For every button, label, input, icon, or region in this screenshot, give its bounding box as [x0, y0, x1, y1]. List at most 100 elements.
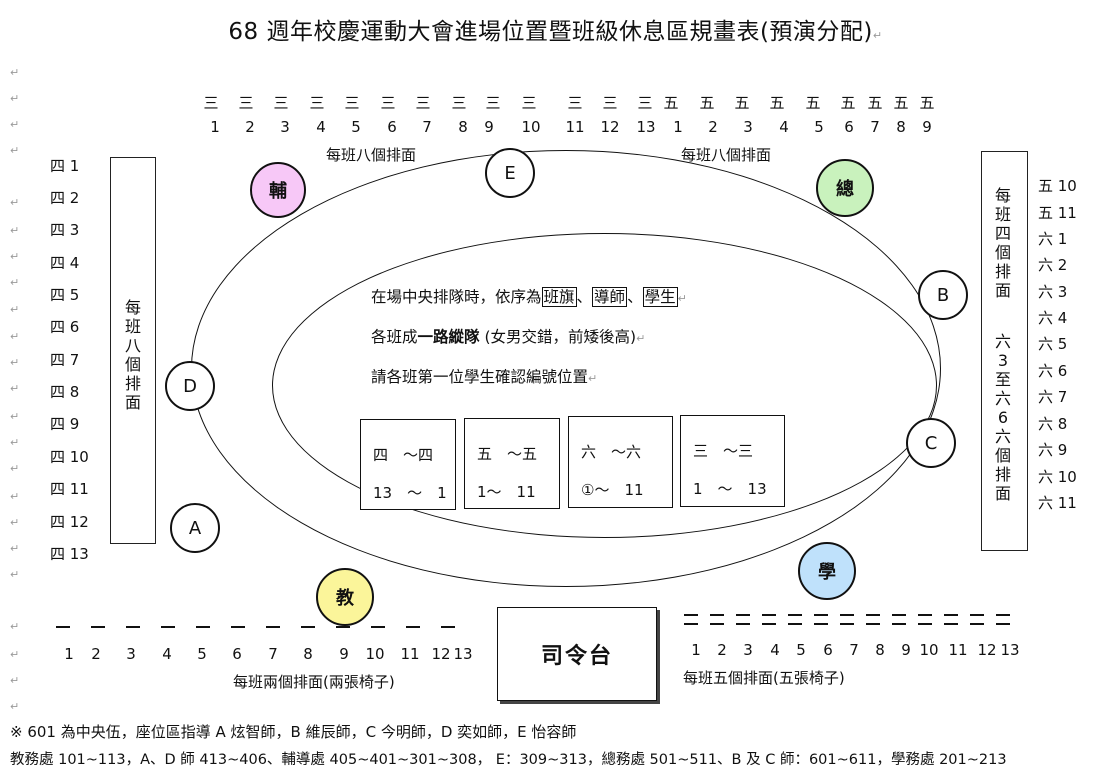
- right-list-item: 五 10: [1038, 177, 1077, 195]
- right-list-item: 六 5: [1038, 335, 1068, 353]
- top-grade: 五: [699, 94, 715, 112]
- circle-e: E: [485, 148, 535, 198]
- top-number: 2: [708, 118, 718, 136]
- group-box-grade5: 五 ～五 1～ 11: [464, 418, 560, 509]
- top-number: 9: [922, 118, 932, 136]
- track-inner-ellipse: [272, 233, 937, 538]
- right-list-item: 六 9: [1038, 441, 1068, 459]
- top-grade: 三: [309, 94, 325, 112]
- top-number: 8: [896, 118, 906, 136]
- top-number: 2: [245, 118, 255, 136]
- group-box-grade6: 六 ～六 ①～ 11: [568, 416, 673, 508]
- top-number: 5: [814, 118, 824, 136]
- left-list-item: 四 7: [50, 351, 80, 369]
- right-note-box: 每 班 四 個 排 面 六 3 至 六 6 六 個 排 面: [981, 151, 1028, 551]
- right-list-item: 六 2: [1038, 256, 1068, 274]
- right-list-item: 六 6: [1038, 362, 1068, 380]
- bottom-right-number: 1: [691, 641, 701, 659]
- top-number: 12: [600, 118, 620, 136]
- bottom-right-number: 8: [875, 641, 885, 659]
- bottom-right-number: 5: [796, 641, 806, 659]
- top-grade: 三: [521, 94, 537, 112]
- top-number: 5: [351, 118, 361, 136]
- left-note-text: 每 班 八 個 排 面: [124, 298, 141, 412]
- top-grade: 三: [567, 94, 583, 112]
- office-circle-fu: 輔: [250, 162, 306, 218]
- top-right-note: 每班八個排面: [681, 146, 772, 164]
- top-grade: 三: [380, 94, 396, 112]
- command-stage: 司令台: [497, 607, 657, 701]
- order-students: 學生: [642, 287, 678, 307]
- group-box-grade3: 三 ～三 1 ～ 13: [680, 415, 785, 507]
- left-list-item: 四 12: [50, 513, 89, 531]
- bottom-right-number: 7: [849, 641, 859, 659]
- bottom-left-number: 2: [91, 645, 101, 663]
- right-list-item: 六 10: [1038, 468, 1077, 486]
- instruction-line-2: 各班成一路縱隊 (女男交錯，前矮後高)↵: [371, 328, 646, 346]
- top-number: 10: [521, 118, 541, 136]
- bottom-left-number: 10: [365, 645, 385, 663]
- bottom-left-number: 5: [197, 645, 207, 663]
- bottom-left-number: 9: [339, 645, 349, 663]
- right-list-item: 六 7: [1038, 388, 1068, 406]
- bottom-right-number: 10: [919, 641, 939, 659]
- instruction-line-3: 請各班第一位學生確認編號位置↵: [371, 368, 598, 386]
- top-grade: 五: [867, 94, 883, 112]
- right-list-item: 六 8: [1038, 415, 1068, 433]
- bottom-right-number: 12: [977, 641, 997, 659]
- footer-note-2: 教務處 101~113，A、D 師 413~406、輔導處 405~401~30…: [10, 752, 1007, 768]
- top-grade: 三: [238, 94, 254, 112]
- top-grade: 五: [805, 94, 821, 112]
- bottom-left-dashes: [56, 626, 476, 628]
- top-number: 7: [422, 118, 432, 136]
- top-left-note: 每班八個排面: [326, 146, 417, 164]
- footer-note-1: ※ 601 為中央伍，座位區指導 A 炫智師，B 維辰師，C 今明師，D 奕如師…: [10, 723, 577, 741]
- left-list-item: 四 9: [50, 415, 80, 433]
- top-grade: 三: [203, 94, 219, 112]
- bottom-right-number: 4: [770, 641, 780, 659]
- bottom-right-number: 3: [743, 641, 753, 659]
- right-list-item: 五 11: [1038, 204, 1077, 222]
- top-grade: 五: [840, 94, 856, 112]
- bottom-left-number: 12: [431, 645, 451, 663]
- instruction-line-1: 在場中央排隊時，依序為班旗、導師、學生↵: [371, 287, 687, 307]
- bottom-left-number: 8: [303, 645, 313, 663]
- bottom-right-number: 9: [901, 641, 911, 659]
- bottom-left-number: 13: [453, 645, 473, 663]
- top-number: 6: [387, 118, 397, 136]
- left-list-item: 四 1: [50, 157, 80, 175]
- top-grade: 三: [344, 94, 360, 112]
- top-number: 13: [636, 118, 656, 136]
- bottom-left-number: 6: [232, 645, 242, 663]
- left-note-box: 每 班 八 個 排 面: [110, 157, 156, 544]
- bottom-left-number: 11: [400, 645, 420, 663]
- circle-a: A: [170, 503, 220, 553]
- bottom-left-number: 3: [126, 645, 136, 663]
- bottom-right-note: 每班五個排面(五張椅子): [683, 669, 845, 687]
- top-number: 9: [484, 118, 494, 136]
- office-circle-jiao: 教: [316, 568, 374, 626]
- left-list-item: 四 13: [50, 545, 89, 563]
- top-grade: 三: [485, 94, 501, 112]
- left-list-item: 四 4: [50, 254, 80, 272]
- page-title: 68 週年校慶運動大會進場位置暨班級休息區規畫表(預演分配)↵: [228, 19, 883, 45]
- left-list-item: 四 3: [50, 221, 80, 239]
- bottom-right-number: 2: [717, 641, 727, 659]
- right-list-item: 六 3: [1038, 283, 1068, 301]
- top-number: 1: [673, 118, 683, 136]
- bottom-right-number: 11: [948, 641, 968, 659]
- left-list-item: 四 5: [50, 286, 80, 304]
- top-number: 3: [743, 118, 753, 136]
- right-list-item: 六 4: [1038, 309, 1068, 327]
- left-list-item: 四 2: [50, 189, 80, 207]
- circle-b: B: [918, 270, 968, 320]
- top-grade: 三: [415, 94, 431, 112]
- right-note-text-b: 六 3 至 六 6 六 個 排 面: [994, 332, 1011, 503]
- bottom-left-number: 4: [162, 645, 172, 663]
- bottom-right-number: 6: [823, 641, 833, 659]
- bottom-left-number: 7: [268, 645, 278, 663]
- left-list-item: 四 6: [50, 318, 80, 336]
- top-number: 7: [870, 118, 880, 136]
- right-note-text-a: 每 班 四 個 排 面: [994, 186, 1011, 300]
- top-grade: 三: [451, 94, 467, 112]
